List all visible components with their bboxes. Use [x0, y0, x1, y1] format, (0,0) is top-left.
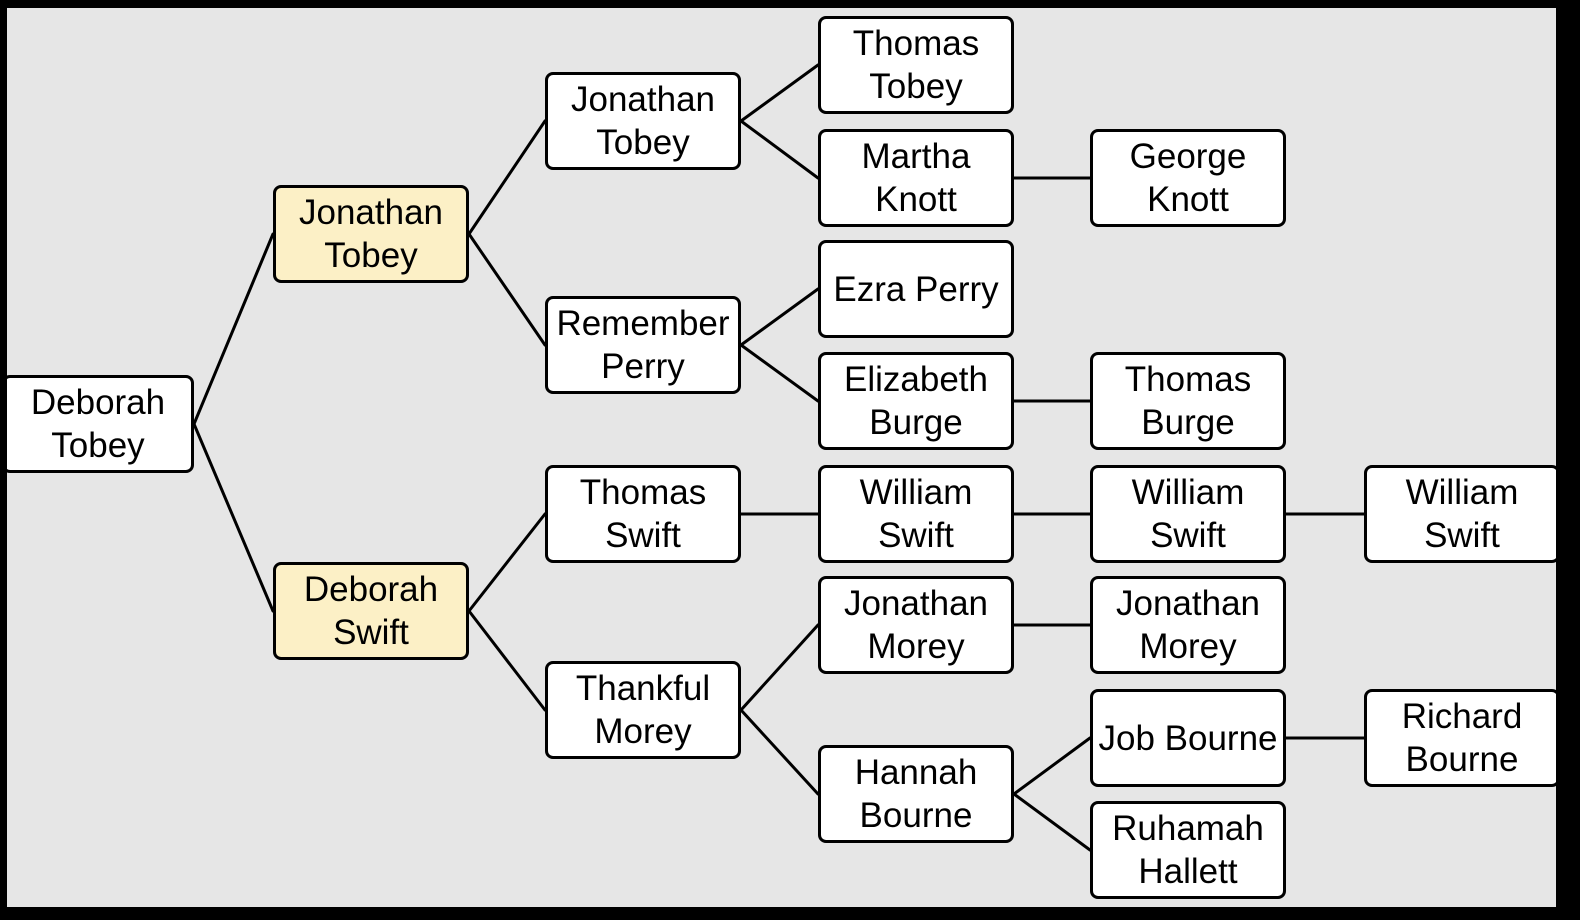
family-tree-diagram: Deborah Tobey Jonathan Tobey Deborah Swi… — [7, 8, 1556, 907]
connector-jonathan_tobey_gf-to-thomas_tobey — [739, 63, 820, 123]
node-ruhamah-hallett: Ruhamah Hallett — [1090, 801, 1286, 899]
node-thomas-swift: Thomas Swift — [545, 465, 741, 563]
node-martha-knott: Martha Knott — [818, 129, 1014, 227]
connector-remember_perry-to-ezra_perry — [739, 287, 820, 347]
node-remember-perry: Remember Perry — [545, 296, 741, 394]
node-george-knott: George Knott — [1090, 129, 1286, 227]
connector-deborah_swift_mother-to-thomas_swift — [467, 512, 547, 613]
connector-jonathan_tobey_gf-to-martha_knott — [739, 119, 820, 180]
node-hannah-bourne: Hannah Bourne — [818, 745, 1014, 843]
connector-thankful_morey-to-hannah_bourne — [739, 708, 820, 796]
connector-lines — [192, 63, 1366, 852]
node-jonathan-morey-2: Jonathan Morey — [1090, 576, 1286, 674]
connector-jonathan_tobey_father-to-jonathan_tobey_gf — [467, 119, 547, 236]
connector-deborah_tobey_root-to-jonathan_tobey_father — [192, 232, 275, 426]
node-elizabeth-burge: Elizabeth Burge — [818, 352, 1014, 450]
node-william-swift-1: William Swift — [818, 465, 1014, 563]
connector-hannah_bourne-to-job_bourne — [1012, 736, 1092, 796]
connector-hannah_bourne-to-ruhamah_hallett — [1012, 792, 1092, 852]
connector-deborah_swift_mother-to-thankful_morey — [467, 609, 547, 712]
node-william-swift-3: William Swift — [1364, 465, 1556, 563]
node-job-bourne: Job Bourne — [1090, 689, 1286, 787]
node-deborah-swift-mother: Deborah Swift — [273, 562, 469, 660]
connector-remember_perry-to-elizabeth_burge — [739, 343, 820, 403]
node-jonathan-tobey-father: Jonathan Tobey — [273, 185, 469, 283]
node-ezra-perry: Ezra Perry — [818, 240, 1014, 338]
connector-thankful_morey-to-jonathan_morey_1 — [739, 623, 820, 712]
node-richard-bourne: Richard Bourne — [1364, 689, 1556, 787]
node-thomas-tobey: Thomas Tobey — [818, 16, 1014, 114]
node-deborah-tobey-root: Deborah Tobey — [7, 375, 194, 473]
node-william-swift-2: William Swift — [1090, 465, 1286, 563]
connector-jonathan_tobey_father-to-remember_perry — [467, 232, 547, 347]
node-thomas-burge: Thomas Burge — [1090, 352, 1286, 450]
node-jonathan-morey-1: Jonathan Morey — [818, 576, 1014, 674]
node-jonathan-tobey-grandfather: Jonathan Tobey — [545, 72, 741, 170]
connector-deborah_tobey_root-to-deborah_swift_mother — [192, 422, 275, 613]
node-thankful-morey: Thankful Morey — [545, 661, 741, 759]
